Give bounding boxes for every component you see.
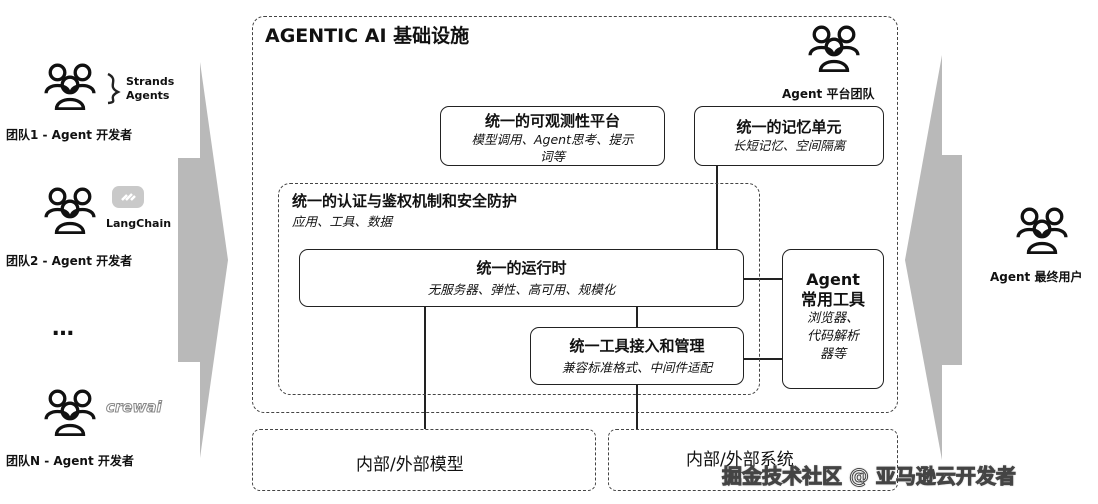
runtime-title: 统一的运行时 — [476, 259, 567, 277]
auth-security-container — [278, 183, 760, 395]
common-tools-subtitle-1: 浏览器、 — [806, 311, 859, 326]
common-tools-subtitle-2: 代码解析 — [806, 329, 859, 344]
team2-framework-name: LangChain — [106, 217, 172, 230]
teamN-people-icon — [44, 388, 96, 436]
team1-label: 团队1 - Agent 开发者 — [6, 128, 133, 142]
observability-subtitle-2: 词等 — [539, 149, 565, 164]
tool-management-subtitle: 兼容标准格式、中间件适配 — [561, 360, 712, 375]
end-users-people-icon — [1016, 206, 1068, 254]
observability-title: 统一的可观测性平台 — [484, 112, 620, 130]
toolmgmt-systems-connector — [636, 385, 638, 429]
team2-people-icon — [44, 186, 96, 234]
memory-runtime-connector — [716, 166, 718, 250]
observability-platform-box: 统一的可观测性平台 模型调用、Agent思考、提示 词等 — [440, 106, 665, 166]
crewai-logo: crewai — [106, 398, 163, 417]
team1-framework-name: Strands Agents — [126, 75, 175, 102]
platform-team-label: Agent 平台团队 — [782, 87, 875, 101]
models-box — [252, 429, 596, 491]
auth-subtitle: 应用、工具、数据 — [292, 214, 393, 229]
more-teams-ellipsis: … — [52, 316, 74, 341]
runtime-models-connector — [424, 307, 426, 429]
common-tools-subtitle-3: 器等 — [819, 347, 846, 362]
common-tools-title: Agent — [806, 270, 860, 289]
runtime-tools-connector — [743, 278, 783, 280]
systems-label: 内部/外部系统 — [686, 450, 794, 470]
team2-label: 团队2 - Agent 开发者 — [6, 254, 133, 268]
team1-people-icon — [44, 62, 96, 110]
runtime-box: 统一的运行时 无服务器、弹性、高可用、规模化 — [299, 249, 744, 307]
tool-management-title: 统一工具接入和管理 — [569, 337, 705, 355]
watermark: 掘金技术社区 @ 亚马逊云开发者 — [722, 464, 1017, 489]
memory-unit-box: 统一的记忆单元 长短记忆、空间隔离 — [694, 106, 884, 166]
runtime-subtitle: 无服务器、弹性、高可用、规模化 — [427, 282, 616, 297]
toolmgmt-tools-connector — [743, 358, 783, 360]
platform-team-people-icon — [808, 24, 860, 72]
auth-title: 统一的认证与鉴权机制和安全防护 — [292, 192, 518, 210]
runtime-toolmgmt-connector — [636, 307, 638, 327]
systems-box — [608, 429, 898, 491]
teamN-label: 团队N - Agent 开发者 — [6, 454, 134, 468]
infrastructure-container — [252, 16, 898, 413]
infrastructure-title: AGENTIC AI 基础设施 — [265, 25, 470, 47]
strands-icon — [107, 72, 121, 105]
end-users-label: Agent 最终用户 — [990, 270, 1083, 284]
memory-subtitle: 长短记忆、空间隔离 — [732, 138, 846, 153]
common-tools-title-2: 常用工具 — [800, 290, 865, 309]
tool-management-box: 统一工具接入和管理 兼容标准格式、中间件适配 — [530, 327, 744, 385]
common-tools-box: Agent 常用工具 浏览器、 代码解析 器等 — [782, 249, 884, 389]
observability-subtitle: 模型调用、Agent思考、提示 — [471, 132, 634, 147]
memory-title: 统一的记忆单元 — [736, 118, 842, 136]
models-label: 内部/外部模型 — [356, 455, 464, 475]
langchain-icon — [112, 186, 144, 208]
